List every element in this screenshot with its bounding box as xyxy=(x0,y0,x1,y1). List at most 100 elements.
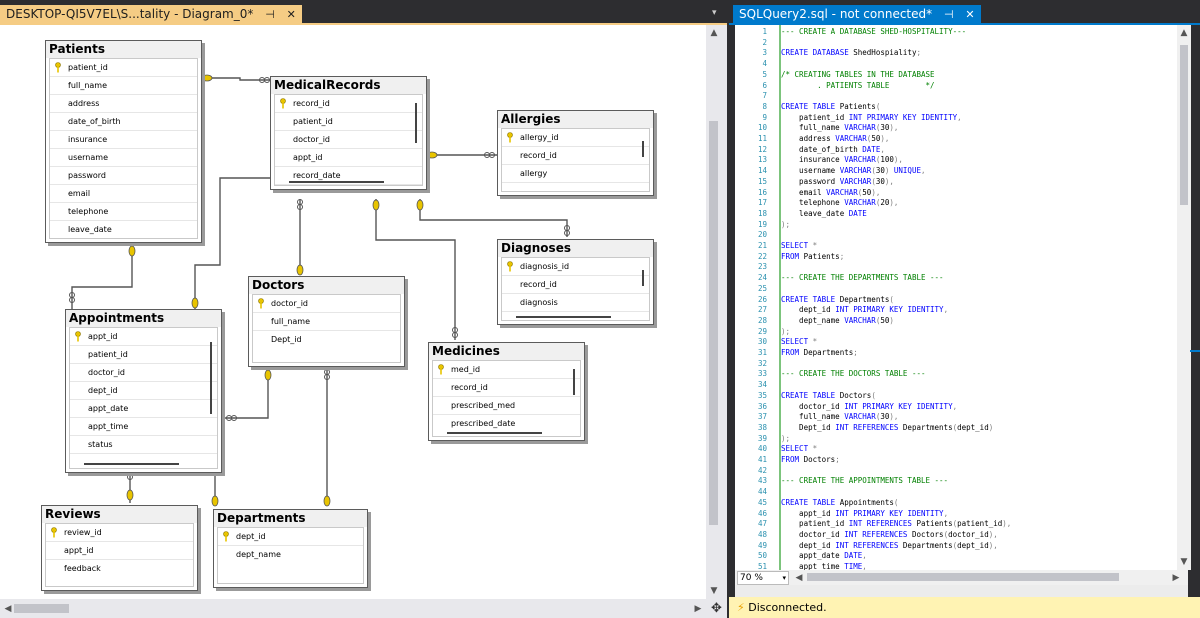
column-row[interactable]: patient_id xyxy=(50,59,197,77)
code-line[interactable]: username VARCHAR(30) UNIQUE, xyxy=(781,166,926,176)
scrollbar-thumb[interactable] xyxy=(14,604,69,613)
column-row[interactable]: date_of_birth xyxy=(50,113,197,131)
tab-overflow-icon[interactable]: ▾ xyxy=(712,8,717,18)
table-appointments[interactable]: Appointments appt_id patient_id doctor_i… xyxy=(65,309,222,473)
code-line[interactable]: CREATE TABLE Departments( xyxy=(781,294,894,304)
column-row[interactable]: record_id xyxy=(502,276,649,294)
close-icon[interactable]: ✕ xyxy=(965,8,975,21)
code-line[interactable]: . PATIENTS TABLE */ xyxy=(781,80,935,90)
table-patients[interactable]: Patients patient_id full_name address da… xyxy=(45,40,202,243)
table-doctors[interactable]: Doctors doctor_id full_name Dept_id xyxy=(248,276,405,367)
column-row[interactable]: record_date xyxy=(275,167,422,185)
column-row[interactable]: prescribed_med xyxy=(433,397,580,415)
scrollbar-thumb[interactable] xyxy=(447,432,542,434)
column-row[interactable]: patient_id xyxy=(70,346,217,364)
column-row[interactable]: patient_id xyxy=(275,113,422,131)
code-line[interactable]: --- CREATE THE DEPARTMENTS TABLE --- xyxy=(781,273,944,283)
column-row[interactable]: dept_name xyxy=(218,546,363,563)
table-allergies[interactable]: Allergies allergy_id record_id allergy xyxy=(497,110,654,196)
column-row[interactable]: full_name xyxy=(253,313,400,331)
code-line[interactable]: doctor_id INT REFERENCES Doctors(doctor_… xyxy=(781,529,998,539)
column-row[interactable]: record_id xyxy=(433,379,580,397)
code-line[interactable]: full_name VARCHAR(30), xyxy=(781,123,899,133)
scroll-down-icon[interactable]: ▼ xyxy=(1180,557,1188,567)
scroll-down-icon[interactable]: ▼ xyxy=(710,586,718,596)
column-row[interactable]: record_id xyxy=(275,95,422,113)
column-row[interactable]: dept_id xyxy=(218,528,363,546)
scroll-up-icon[interactable]: ▲ xyxy=(1180,28,1188,38)
diagram-canvas[interactable]: Patients patient_id full_name address da… xyxy=(0,25,706,599)
column-row[interactable]: med_id xyxy=(433,361,580,379)
column-row[interactable]: address xyxy=(50,95,197,113)
scrollbar-thumb[interactable] xyxy=(289,181,384,183)
table-diagnoses[interactable]: Diagnoses diagnosis_id record_id diagnos… xyxy=(497,239,654,325)
column-row[interactable]: record_id xyxy=(502,147,649,165)
scroll-left-icon[interactable]: ◀ xyxy=(4,604,12,614)
column-row[interactable]: appt_id xyxy=(70,328,217,346)
scroll-right-icon[interactable]: ▶ xyxy=(694,604,702,614)
scrollbar-thumb[interactable] xyxy=(642,270,644,286)
code-line[interactable]: email VARCHAR(50), xyxy=(781,187,881,197)
code-line[interactable]: Dept_id INT REFERENCES Departments(dept_… xyxy=(781,422,994,432)
scroll-up-icon[interactable]: ▲ xyxy=(710,28,718,38)
close-icon[interactable]: ✕ xyxy=(286,8,296,21)
results-splitter[interactable] xyxy=(735,585,1188,597)
scrollbar-thumb[interactable] xyxy=(210,342,212,414)
code-line[interactable]: FROM Doctors; xyxy=(781,455,840,464)
code-line[interactable]: doctor_id INT PRIMARY KEY IDENTITY, xyxy=(781,401,958,411)
column-row[interactable]: prescribed_date xyxy=(433,415,580,432)
code-line[interactable]: CREATE DATABASE ShedHospiality; xyxy=(781,48,921,58)
sql-vertical-scrollbar[interactable]: ▲ ▼ xyxy=(1177,25,1191,570)
diagram-horizontal-scrollbar[interactable]: ◀ ▶ xyxy=(0,599,706,618)
code-line[interactable]: appt_date DATE, xyxy=(781,551,867,561)
column-row[interactable]: insurance xyxy=(50,131,197,149)
column-row[interactable]: feedback xyxy=(46,560,193,577)
scrollbar-thumb[interactable] xyxy=(84,463,179,465)
table-departments[interactable]: Departments dept_id dept_name xyxy=(213,509,368,588)
column-row[interactable]: appt_date xyxy=(70,400,217,418)
code-line[interactable]: ); xyxy=(781,219,791,229)
column-row[interactable]: full_name xyxy=(50,77,197,95)
column-row[interactable]: doctor_id xyxy=(70,364,217,382)
column-row[interactable]: diagnosis_id xyxy=(502,258,649,276)
code-line[interactable]: address VARCHAR(50), xyxy=(781,134,890,143)
column-row[interactable]: dept_id xyxy=(70,382,217,400)
code-line[interactable]: ); xyxy=(781,433,791,443)
column-row[interactable]: doctor_id xyxy=(253,295,400,313)
code-line[interactable]: --- CREATE A DATABASE SHED-HOSPITALITY--… xyxy=(781,27,967,36)
code-line[interactable]: leave_date DATE xyxy=(781,208,867,218)
column-row[interactable]: allergy_id xyxy=(502,129,649,147)
code-line[interactable]: password VARCHAR(30), xyxy=(781,176,894,186)
scrollbar-thumb[interactable] xyxy=(807,573,1119,581)
tab-diagram[interactable]: DESKTOP-QI5V7EL\S...tality - Diagram_0* … xyxy=(0,5,302,24)
zoom-select[interactable]: 70 % ▾ xyxy=(737,571,789,585)
scrollbar-thumb[interactable] xyxy=(1180,45,1188,205)
code-line[interactable]: SELECT * xyxy=(781,241,818,250)
pin-icon[interactable]: ⊣ xyxy=(943,8,954,21)
pin-icon[interactable]: ⊣ xyxy=(265,8,275,21)
code-line[interactable]: date_of_birth DATE, xyxy=(781,144,885,154)
code-line[interactable]: patient_id INT REFERENCES Patients(patie… xyxy=(781,519,1012,529)
column-row[interactable]: email xyxy=(50,185,197,203)
diagram-vertical-scrollbar[interactable]: ▲ ▼ xyxy=(706,25,721,599)
scroll-right-icon[interactable]: ▶ xyxy=(1172,573,1180,583)
code-line[interactable]: full_name VARCHAR(30), xyxy=(781,412,899,422)
column-row[interactable]: diagnosis xyxy=(502,294,649,312)
code-line[interactable]: --- CREATE THE APPOINTMENTS TABLE --- xyxy=(781,476,949,486)
column-row[interactable]: status xyxy=(70,436,217,454)
code-line[interactable]: dept_name VARCHAR(50) xyxy=(781,315,894,325)
code-line[interactable]: CREATE TABLE Appointments( xyxy=(781,497,899,507)
code-line[interactable]: appt_id INT PRIMARY KEY IDENTITY, xyxy=(781,508,949,518)
code-line[interactable]: dept_id INT PRIMARY KEY IDENTITY, xyxy=(781,305,949,315)
code-line[interactable]: FROM Departments; xyxy=(781,348,858,357)
column-row[interactable]: appt_id xyxy=(46,542,193,560)
column-row[interactable]: appt_time xyxy=(70,418,217,436)
column-row[interactable]: allergy xyxy=(502,165,649,183)
scrollbar-thumb[interactable] xyxy=(573,369,575,395)
column-row[interactable]: leave_date xyxy=(50,221,197,238)
scrollbar-thumb[interactable] xyxy=(415,103,417,143)
table-medicines[interactable]: Medicines med_id record_id prescribed_me… xyxy=(428,342,585,441)
code-line[interactable]: insurance VARCHAR(100), xyxy=(781,155,903,165)
table-reviews[interactable]: Reviews review_id appt_id feedback xyxy=(41,505,198,591)
column-row[interactable]: telephone xyxy=(50,203,197,221)
